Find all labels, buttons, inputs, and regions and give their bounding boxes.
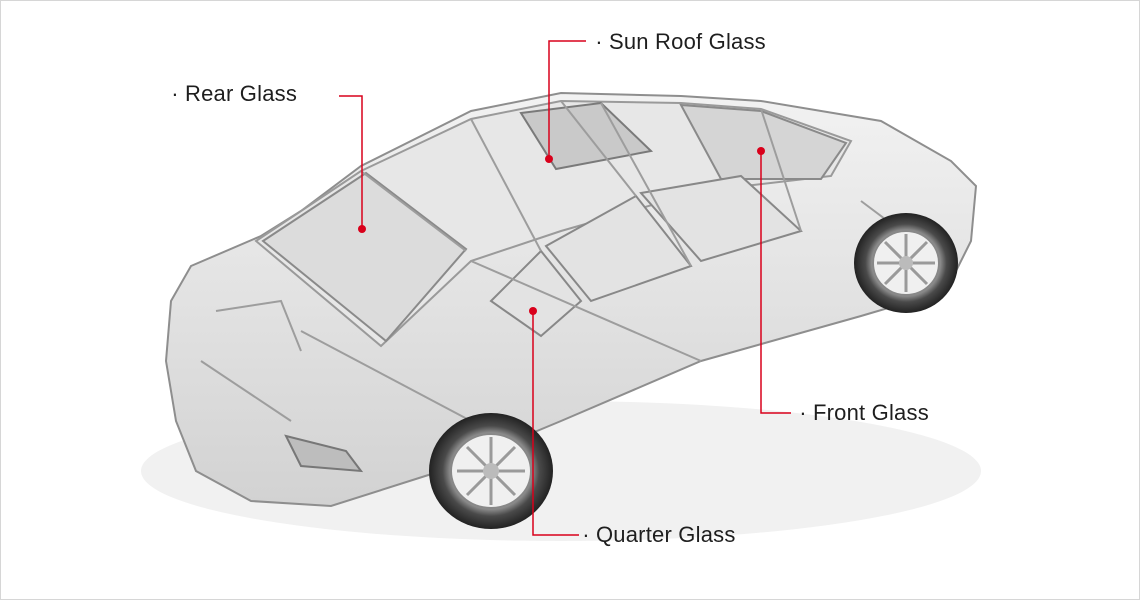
label-front-glass: ·Front Glass xyxy=(793,400,929,426)
bullet-dot: · xyxy=(576,522,596,548)
label-rear-glass: ·Rear Glass xyxy=(165,81,297,107)
bullet-dot: · xyxy=(793,400,813,426)
rear-wheel xyxy=(429,413,553,529)
label-sun-roof-glass: ·Sun Roof Glass xyxy=(589,29,766,55)
bullet-dot: · xyxy=(589,29,609,55)
bullet-dot: · xyxy=(165,81,185,107)
dot-front xyxy=(757,147,765,155)
label-quarter-glass: ·Quarter Glass xyxy=(576,522,736,548)
front-wheel xyxy=(854,213,958,313)
dot-rear xyxy=(358,225,366,233)
label-text: Front Glass xyxy=(813,400,929,425)
label-text: Rear Glass xyxy=(185,81,297,106)
label-text: Sun Roof Glass xyxy=(609,29,766,54)
dot-quarter xyxy=(529,307,537,315)
dot-sun-roof xyxy=(545,155,553,163)
label-text: Quarter Glass xyxy=(596,522,736,547)
